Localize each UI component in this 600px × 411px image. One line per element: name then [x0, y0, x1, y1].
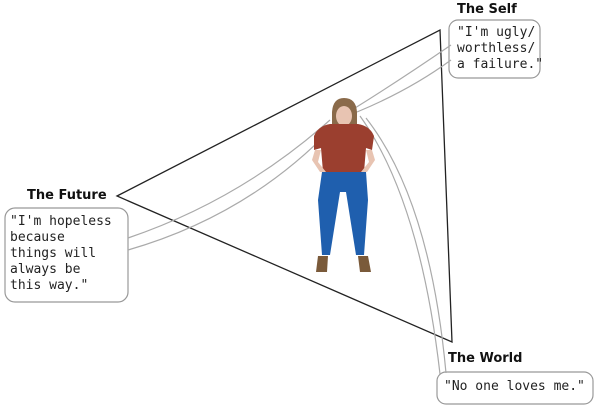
- person-illustration: [312, 98, 375, 272]
- world-bubble: [436, 371, 594, 405]
- triad-triangle: [115, 28, 453, 344]
- quote-world: "No one loves me.": [444, 379, 585, 394]
- quote-self: "I'm ugly/ worthless/ a failure.": [457, 25, 544, 72]
- future-bubble: [4, 207, 129, 303]
- future-bubble-tail: [127, 119, 336, 251]
- quote-future: "I'm hopeless because things will always…: [10, 214, 112, 293]
- world-bubble-tail: [359, 115, 447, 375]
- label-the-future: The Future: [27, 188, 107, 203]
- self-bubble: [448, 19, 541, 79]
- label-the-world: The World: [448, 351, 523, 366]
- self-bubble-tail: [354, 44, 452, 113]
- label-the-self: The Self: [457, 2, 517, 17]
